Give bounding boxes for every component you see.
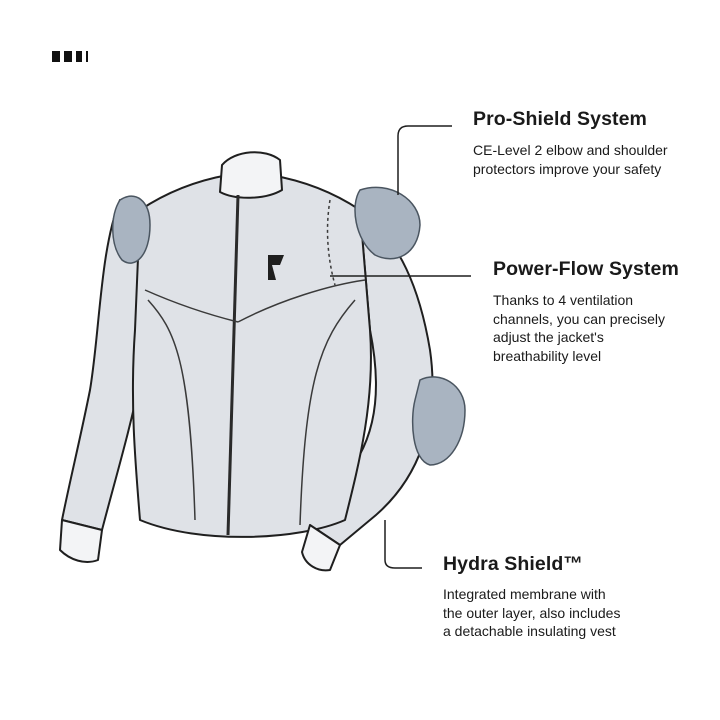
callout-power-flow: Power-Flow System Thanks to 4 ventilatio… [493, 258, 703, 365]
right-shoulder-pad-icon [354, 186, 421, 260]
left-shoulder-pad-icon [112, 195, 151, 264]
left-cuff [59, 519, 103, 563]
callout-pro-shield: Pro-Shield System CE-Level 2 elbow and s… [473, 108, 713, 178]
callout-line-pro-shield [397, 125, 452, 195]
right-sleeve [309, 209, 434, 546]
right-cuff [301, 524, 341, 572]
elbow-pad-icon [411, 376, 466, 466]
jacket-body [131, 174, 372, 538]
callout-title: Pro-Shield System [473, 108, 648, 130]
brand-logo [52, 51, 88, 62]
zipper [226, 194, 240, 536]
left-sleeve [61, 199, 151, 531]
chest-logo-icon [268, 255, 284, 280]
callout-line-hydra-shield [384, 520, 422, 569]
callout-title: Power-Flow System [493, 258, 679, 280]
callout-title: Hydra Shield™ [443, 553, 583, 575]
collar [219, 151, 283, 199]
